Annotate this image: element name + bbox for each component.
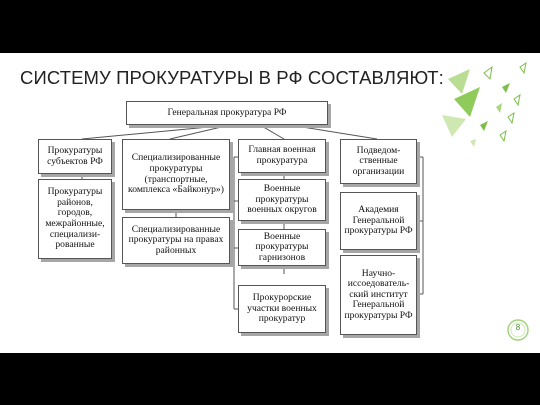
column-3-head: Главная военная прокуратура: [238, 139, 326, 173]
column-4-child-2: Научно-иссоедователь-ский институт Генер…: [340, 255, 417, 335]
diagram-connectors: [81, 124, 424, 310]
root-box: Генеральная прокуратура РФ: [126, 101, 328, 125]
page-number: 8: [515, 323, 521, 332]
column-4-head: Подведом-ственные организации: [340, 139, 417, 184]
column-2-child-1: Специализированные прокуратуры на правах…: [122, 217, 230, 264]
slide: СИСТЕМУ ПРОКУРАТУРЫ В РФ СОСТАВЛЯЮТ:: [0, 53, 540, 353]
column-3-child-3: Прокурорские участки военных прокуратур: [238, 285, 326, 333]
column-2-head: Специализированные прокуратуры (транспор…: [122, 139, 230, 210]
column-1-child-1: Прокуратуры районов, городов, межрайонны…: [38, 179, 112, 259]
slide-title: СИСТЕМУ ПРОКУРАТУРЫ В РФ СОСТАВЛЯЮТ:: [20, 67, 444, 88]
column-4-child-1: Академия Генеральной прокуратуры РФ: [340, 192, 417, 250]
column-3-child-2: Военные прокуратуры гарнизонов: [238, 229, 326, 266]
page-number-badge-icon: [507, 319, 529, 341]
triangle-decoration-icon: [442, 61, 527, 147]
column-3-child-1: Военные прокуратуры военных округов: [238, 179, 326, 221]
column-1-head: Прокуратуры субъектов РФ: [38, 139, 112, 174]
